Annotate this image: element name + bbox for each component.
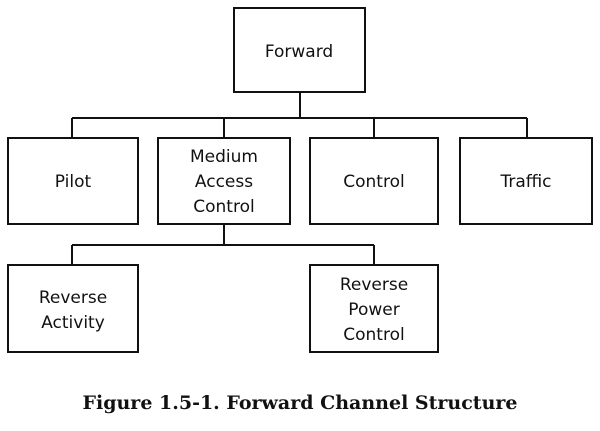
node-traffic: Traffic [459,137,593,225]
node-reverse-activity: Reverse Activity [7,264,139,353]
figure-caption: Figure 1.5-1. Forward Channel Structure [82,392,518,414]
node-forward-label: Forward [265,42,333,62]
node-reverse-power-control-box [309,264,439,353]
node-forward: Forward [233,7,366,93]
node-mac-label-line-1: Medium [190,147,258,167]
node-mac-box [157,137,291,225]
node-mac-label-line-2: Access [195,172,253,192]
node-medium-access-control: Medium Access Control [157,137,291,225]
node-pilot-box [7,137,139,225]
node-traffic-label: Traffic [499,172,551,192]
node-control: Control [309,137,439,225]
node-control-label: Control [343,172,404,192]
node-reverse-activity-box [7,264,139,353]
node-reverse-activity-label-line-2: Activity [41,313,105,333]
node-reverse-power-control: Reverse Power Control [309,264,439,353]
node-reverse-activity-label-line-1: Reverse [39,288,107,308]
node-reverse-power-control-label-line-3: Control [343,325,404,345]
node-control-box [309,137,439,225]
node-forward-box [233,7,366,93]
node-reverse-power-control-label-line-2: Power [348,300,399,320]
node-pilot: Pilot [7,137,139,225]
node-reverse-power-control-label-line-1: Reverse [340,275,408,295]
node-mac-label-line-3: Control [193,197,254,217]
node-pilot-label: Pilot [55,172,92,192]
node-traffic-box [459,137,593,225]
